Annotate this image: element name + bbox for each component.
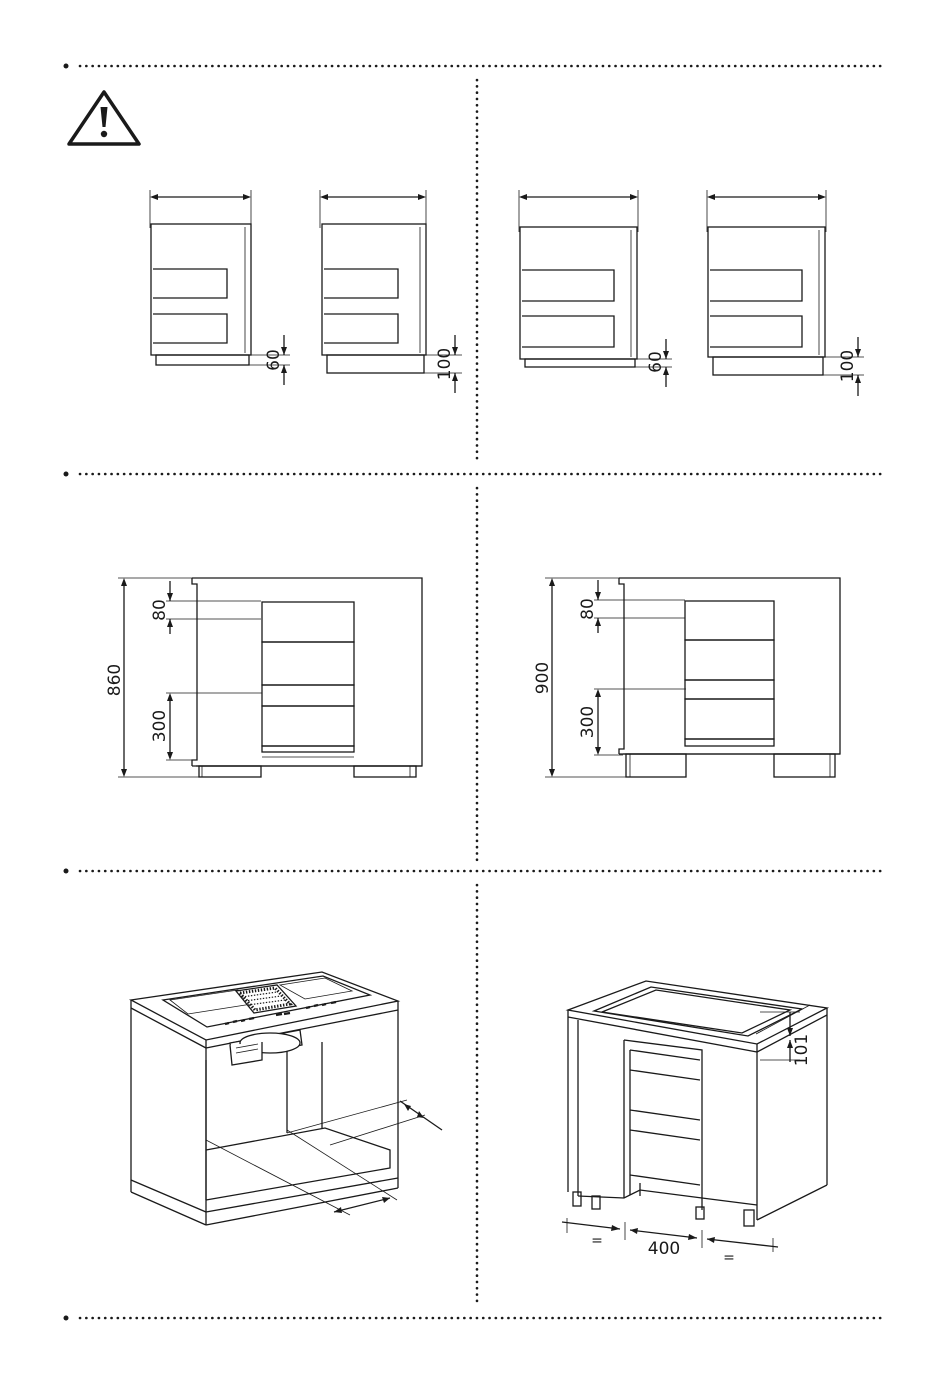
- horizontal-separator-bottom: [64, 1316, 887, 1321]
- warning-triangle-icon: [69, 92, 139, 144]
- overall-height-label-860: 860: [105, 664, 125, 696]
- bottom-dimension-label-300: 300: [150, 710, 170, 742]
- panel-iso-cabinet-dimensions: 101 = 400 =: [562, 981, 827, 1266]
- depth-dimension-label-101: 101: [792, 1034, 812, 1066]
- dotted-separators: [64, 64, 887, 1321]
- plinth-dimension-label-c: 60: [646, 351, 666, 373]
- bottom-dimension-label-300-b: 300: [578, 706, 598, 738]
- overall-height-label-900: 900: [533, 662, 553, 694]
- cabinet-plinth-60-c: 60: [519, 190, 672, 387]
- panel-cabinet-plinth-height: 60 100: [150, 190, 864, 396]
- cabinet-plinth-100-b: 100: [320, 190, 462, 393]
- plinth-dimension-label-d: 100: [838, 350, 858, 382]
- plinth-dimension-label-b: 100: [435, 348, 455, 380]
- panel-side-section-860: 860 80 300: [105, 578, 422, 777]
- cabinet-plinth-60-a: 60: [150, 190, 290, 385]
- top-gap-label-80-b: 80: [578, 598, 598, 620]
- cabinet-plinth-100-d: 100: [707, 190, 864, 396]
- top-gap-label-80: 80: [150, 599, 170, 621]
- panel-side-section-900: 900 80 300: [533, 578, 840, 777]
- plinth-dimension-label-a: 60: [264, 349, 284, 371]
- extractor-motor-unit: [230, 1030, 302, 1065]
- equal-spacing-right-label: =: [723, 1250, 735, 1266]
- equal-spacing-left-label: =: [591, 1233, 603, 1249]
- opening-width-label-400: 400: [648, 1239, 680, 1259]
- horizontal-separator-row3: [64, 869, 887, 874]
- panel-iso-cabinet-with-extractor: [131, 972, 442, 1225]
- horizontal-separator-top: [64, 64, 887, 69]
- horizontal-separator-row2: [64, 472, 887, 477]
